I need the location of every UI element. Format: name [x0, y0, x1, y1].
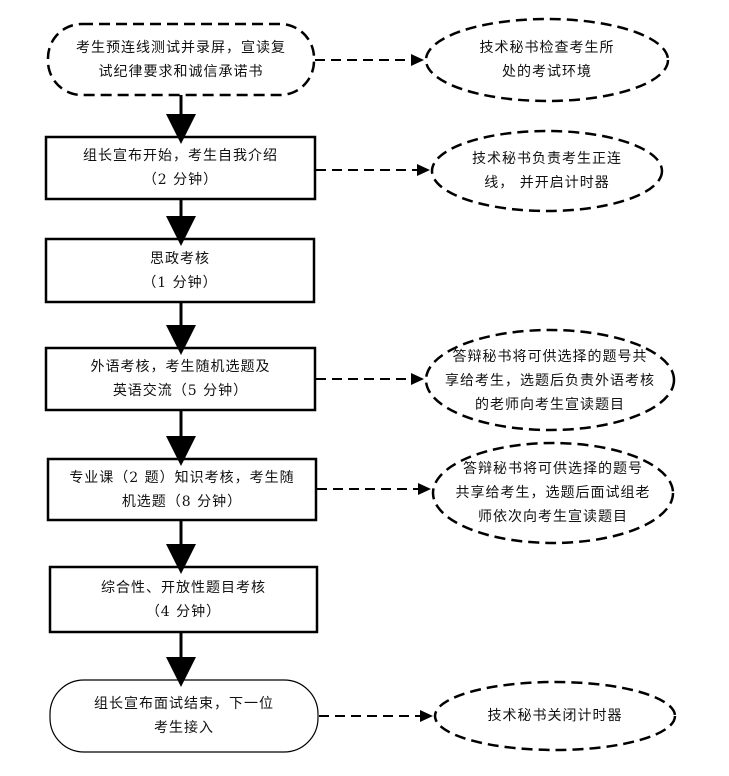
note-5-shape [433, 680, 677, 752]
step-6-text: 综合性、开放性题目考核 （4 分钟） [101, 579, 266, 620]
note-3-shape [424, 328, 676, 432]
note-2-text: 技术秘书负责考生正连 线， 并开启计时器 [472, 151, 622, 191]
note-arrowhead-3 [411, 373, 424, 385]
note-1-text: 技术秘书检查考生所 处的考试环境 [479, 40, 615, 80]
note-4-shape [431, 441, 675, 545]
note-4-text: 答辩秘书将可供选择的题号 共享给考生，选题后面试组老 师依次向考生宣读题目 [455, 461, 651, 525]
step-5-text: 专业课（2 题）知识考核，考生随 机选题（8 分钟） [69, 469, 295, 510]
note-2-shape [430, 129, 664, 213]
note-3-text: 答辩秘书将可供选择的题号共 享给考生，选题后负责外语考核 的老师向考生宣读题目 [445, 349, 655, 413]
step-3-text: 思政考核 （1 分钟） [142, 250, 218, 291]
note-arrowhead-5 [420, 710, 433, 722]
note-arrowhead-4 [418, 483, 431, 495]
note-arrowhead-2 [417, 164, 430, 176]
step-2-text: 组长宣布开始，考生自我介绍 （2 分钟） [83, 148, 278, 188]
step-4-text: 外语考核，考生随机选题及 英语交流（5 分钟） [90, 359, 271, 399]
step-7-text: 组长宣布面试结束，下一位 考生接入 [94, 696, 274, 736]
note-5-text: 技术秘书关闭计时器 [487, 708, 623, 724]
step-1-text: 考生预连线测试并录屏，宣读复 试纪律要求和诚信承诺书 [76, 39, 286, 80]
note-arrowhead-1 [411, 54, 424, 66]
note-1-shape [424, 17, 670, 103]
